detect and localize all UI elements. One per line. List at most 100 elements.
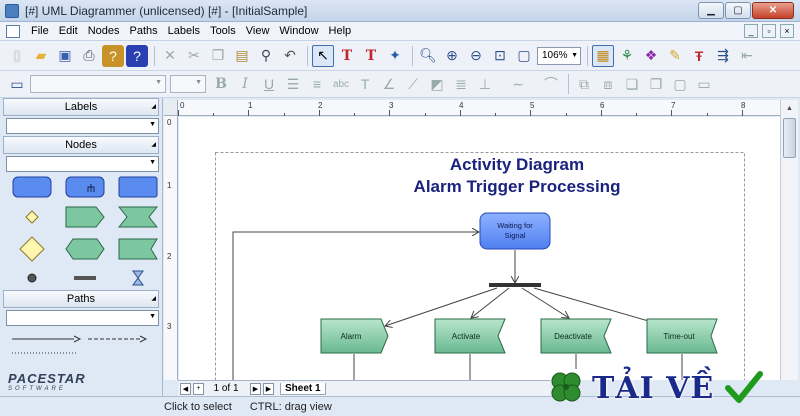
- document-icon[interactable]: [6, 24, 20, 38]
- menu-help[interactable]: Help: [328, 25, 352, 37]
- labels-select[interactable]: [6, 118, 159, 134]
- line-style-icon[interactable]: ⟋: [408, 75, 418, 92]
- fork-bar[interactable]: [489, 283, 541, 287]
- disabled-tool-icon[interactable]: ⇤: [741, 47, 753, 63]
- alarm-node[interactable]: [320, 318, 389, 354]
- line-color-icon[interactable]: ∠: [382, 75, 396, 92]
- flow-path[interactable]: [533, 287, 659, 324]
- maximize-button[interactable]: ▢: [725, 2, 751, 19]
- first-page-icon[interactable]: ◀: [180, 382, 191, 395]
- menu-labels[interactable]: Labels: [167, 25, 201, 37]
- line-weight-icon[interactable]: ≣: [455, 75, 467, 92]
- layout-icon[interactable]: ⚘: [620, 47, 634, 63]
- palette-flag-node[interactable]: [118, 238, 158, 260]
- font-size-select[interactable]: [170, 75, 206, 93]
- fill-color-icon[interactable]: ◩: [430, 75, 444, 92]
- path-style-icon[interactable]: ∼: [512, 75, 524, 92]
- waiting-for-signal-node[interactable]: [479, 212, 551, 250]
- palette-hourglass-node[interactable]: [131, 270, 145, 286]
- menu-tools[interactable]: Tools: [210, 25, 236, 37]
- menu-view[interactable]: View: [245, 25, 270, 37]
- organize-icon[interactable]: ❖: [644, 47, 658, 63]
- zoom-in-icon[interactable]: ⊕: [446, 47, 458, 63]
- zoom-out-icon[interactable]: ⊖: [470, 47, 482, 63]
- palette-solid-arrow[interactable]: [10, 332, 152, 346]
- activate-node[interactable]: [434, 318, 506, 354]
- zoom-select[interactable]: 106%: [537, 46, 581, 65]
- italic-icon[interactable]: I: [242, 76, 248, 92]
- loop-back-path[interactable]: [232, 232, 479, 380]
- text-tool-icon[interactable]: T: [341, 47, 353, 64]
- magic-select-icon[interactable]: ✦: [389, 47, 401, 63]
- palette-hexagon-node[interactable]: [65, 238, 105, 260]
- last-page-icon[interactable]: ▶: [263, 382, 274, 395]
- format-text-icon[interactable]: Ŧ: [694, 47, 704, 64]
- zoom-fit-icon[interactable]: ⊡: [494, 47, 506, 63]
- palette-dotted-line[interactable]: [10, 346, 152, 360]
- flow-path[interactable]: [385, 287, 498, 326]
- minimize-button[interactable]: ▁: [698, 2, 724, 19]
- select-pointer-icon[interactable]: ↖: [312, 44, 334, 67]
- duplicate-icon[interactable]: ▢: [673, 75, 687, 92]
- paths-panel-header[interactable]: Paths: [3, 290, 159, 308]
- align-icon[interactable]: ☰: [286, 75, 300, 92]
- menu-file[interactable]: File: [31, 25, 49, 37]
- send-back-icon[interactable]: ❐: [649, 75, 663, 92]
- menu-edit[interactable]: Edit: [58, 25, 78, 37]
- next-page-icon[interactable]: ▶: [250, 382, 261, 395]
- palette-action-node[interactable]: [12, 176, 52, 198]
- new-icon[interactable]: ▯: [13, 47, 21, 63]
- palette-state-node[interactable]: [118, 176, 158, 198]
- underline-icon[interactable]: U: [263, 76, 275, 92]
- close-button[interactable]: ✕: [752, 2, 794, 19]
- cut-icon[interactable]: ✂: [188, 47, 200, 63]
- menu-nodes[interactable]: Nodes: [87, 25, 120, 37]
- path-curve-icon[interactable]: ⌒: [544, 76, 558, 92]
- nodes-panel-header[interactable]: Nodes: [3, 136, 159, 154]
- note-icon[interactable]: ✎: [669, 47, 681, 63]
- text-color-icon[interactable]: T: [360, 76, 370, 92]
- justify-icon[interactable]: ≡: [312, 76, 322, 92]
- help-icon[interactable]: ?: [102, 44, 124, 67]
- context-help-icon[interactable]: ?: [126, 44, 148, 67]
- bold-icon[interactable]: B: [215, 76, 227, 92]
- deactivate-node[interactable]: [540, 318, 612, 354]
- undo-icon[interactable]: ↶: [284, 47, 296, 63]
- find-icon[interactable]: ⚲: [260, 47, 272, 63]
- text-label-icon[interactable]: T: [365, 47, 377, 64]
- palette-fork-bar[interactable]: [73, 274, 97, 282]
- bring-front-icon[interactable]: ❏: [625, 75, 639, 92]
- zoom-page-icon[interactable]: ▢: [517, 47, 531, 63]
- diagram-canvas[interactable]: Activity Diagram Alarm Trigger Processin…: [179, 117, 780, 380]
- nodes-select[interactable]: [6, 156, 159, 172]
- menu-paths[interactable]: Paths: [129, 25, 158, 37]
- copy-icon[interactable]: ❐: [211, 47, 225, 63]
- paste-icon[interactable]: ▤: [235, 47, 249, 63]
- flow-path[interactable]: [471, 287, 510, 318]
- menu-window[interactable]: Window: [279, 25, 319, 37]
- print-icon[interactable]: ⎙: [83, 47, 95, 63]
- delete-icon[interactable]: ✕: [164, 47, 176, 63]
- palette-send-signal-node[interactable]: [65, 206, 105, 228]
- open-folder-icon[interactable]: ▰: [35, 47, 47, 63]
- palette-subactivity-node[interactable]: [65, 176, 105, 198]
- labels-panel-header[interactable]: Labels: [3, 98, 159, 116]
- vertical-scrollbar[interactable]: ▲: [780, 100, 798, 380]
- scroll-up-icon[interactable]: ▲: [786, 105, 793, 112]
- zoom-icon[interactable]: 🔍︎: [419, 47, 437, 63]
- ungroup-icon[interactable]: ⧈: [603, 75, 613, 92]
- palette-receive-signal-node[interactable]: [118, 206, 158, 228]
- add-page-icon[interactable]: +: [193, 382, 204, 395]
- save-icon[interactable]: ▣: [58, 47, 72, 63]
- sheet-tab[interactable]: Sheet 1: [280, 382, 326, 395]
- grid-icon[interactable]: ▦: [592, 44, 614, 67]
- text-style-icon[interactable]: abc: [332, 78, 350, 90]
- line-end-icon[interactable]: ⊥: [478, 75, 492, 92]
- font-name-select[interactable]: [30, 75, 166, 93]
- doc-restore-button[interactable]: ▫: [762, 24, 776, 38]
- time-out-node[interactable]: [646, 318, 718, 354]
- arrange-icon[interactable]: ⇶: [717, 47, 729, 63]
- flow-path[interactable]: [521, 287, 569, 318]
- palette-decision-node[interactable]: [19, 236, 45, 262]
- palette-initial-node[interactable]: [26, 272, 38, 284]
